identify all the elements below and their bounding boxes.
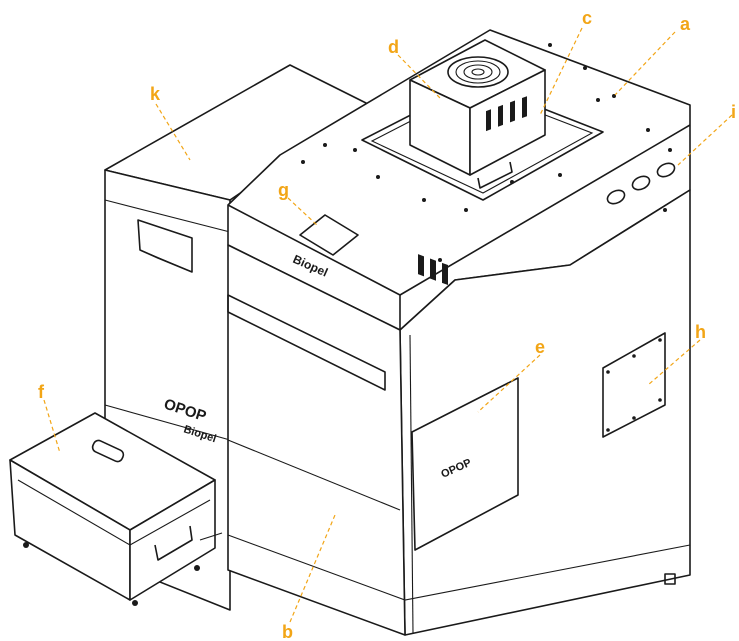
leader-f — [43, 399, 61, 454]
callout-a: a — [680, 14, 691, 34]
callout-k: k — [150, 84, 161, 104]
leader-k — [155, 103, 191, 161]
ash-box-f — [9, 412, 223, 606]
callout-g: g — [278, 180, 289, 200]
control-display — [299, 214, 359, 256]
boiler-body: Biopel — [227, 29, 691, 636]
leader-e — [477, 354, 541, 413]
leader-lines — [43, 27, 733, 623]
cover-plate-h — [602, 332, 666, 438]
leader-d — [397, 54, 441, 99]
callout-i: i — [731, 102, 736, 122]
leader-c — [539, 27, 583, 116]
service-hatch-e: OPOP — [411, 377, 519, 551]
callout-h: h — [695, 322, 706, 342]
fan-unit-d — [409, 39, 546, 286]
callout-b: b — [282, 622, 293, 641]
top-screws — [301, 43, 672, 262]
leader-a — [614, 31, 676, 96]
leader-b — [289, 514, 336, 623]
door-handle — [227, 294, 386, 391]
ports-i — [606, 162, 676, 205]
leader-i — [677, 114, 733, 166]
leader-h — [647, 339, 701, 386]
callout-e: e — [535, 337, 545, 357]
callout-c: c — [582, 8, 592, 28]
callout-labels: a c d k g i h e f b — [38, 8, 736, 641]
callout-d: d — [388, 37, 399, 57]
callout-f: f — [38, 382, 45, 402]
